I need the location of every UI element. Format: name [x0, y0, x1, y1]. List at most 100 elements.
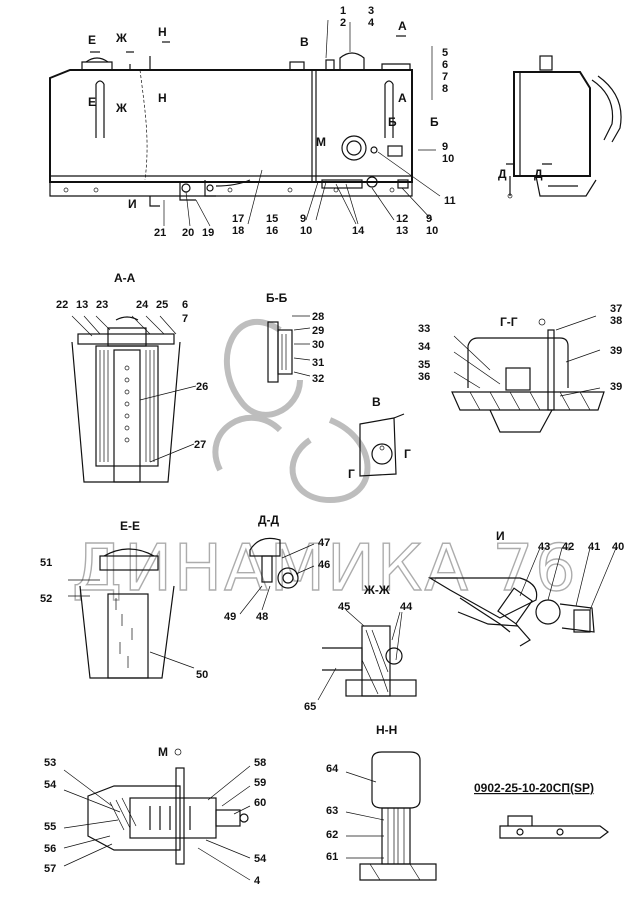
callout-label: 11 — [444, 195, 456, 207]
callout-label: 58 — [254, 757, 266, 769]
callout-label: 10 — [300, 225, 312, 237]
callout-label: Е — [88, 95, 96, 109]
callout-label: Д — [498, 167, 507, 181]
drawing-code-block: 0902-25-10-20СП(SP) — [474, 781, 609, 839]
callout-label: Г-Г — [500, 315, 518, 329]
callout-label: 25 — [156, 299, 168, 311]
callout-label: Б — [388, 115, 397, 129]
callout-label: И — [496, 529, 505, 543]
callout-label: Ж-Ж — [363, 583, 390, 597]
callout-label: 8 — [442, 83, 448, 95]
callout-label: 43 — [538, 541, 550, 553]
callout-label: 18 — [232, 225, 244, 237]
callout-label: 39 — [610, 345, 622, 357]
callout-label: Д — [534, 167, 543, 181]
callout-label: М — [158, 745, 168, 759]
callout-label: 12 — [396, 213, 408, 225]
callout-label: 56 — [44, 843, 56, 855]
callout-label: 42 — [562, 541, 574, 553]
callout-label: 57 — [44, 863, 56, 875]
callout-label: 50 — [196, 669, 208, 681]
callout-label: 10 — [426, 225, 438, 237]
filter-holes — [124, 365, 130, 443]
view-m: М 53 54 55 56 57 58 59 60 54 4 — [44, 745, 267, 887]
section-dd: Д-Д 47 46 49 48 — [224, 513, 330, 623]
callout-label: 45 — [338, 601, 350, 613]
callout-label: 39 — [610, 381, 622, 393]
watermark-logo: ДИНАМИКА 76 — [71, 319, 578, 607]
callout-label: Е-Е — [120, 519, 140, 533]
callout-label: Н-Н — [376, 723, 397, 737]
watermark-text: ДИНАМИКА 76 — [72, 532, 578, 606]
callout-label: 34 — [418, 341, 431, 353]
section-nn: Н-Н 64 63 62 61 — [326, 723, 437, 881]
callout-label: 6 — [182, 299, 188, 311]
callout-label: А — [398, 19, 407, 33]
end-view: Д Д — [498, 55, 622, 199]
callout-label: И — [128, 197, 137, 211]
callout-label: В — [300, 35, 309, 49]
callout-label: М — [316, 135, 326, 149]
callout-label: 55 — [44, 821, 56, 833]
callout-label: А-А — [114, 271, 136, 285]
callout-label: 54 — [254, 853, 267, 865]
callout-label: 1 — [340, 5, 346, 17]
section-aa: А-А 22 13 23 24 25 6 7 26 27 — [56, 271, 208, 483]
callout-label: 24 — [136, 299, 149, 311]
callout-label: 27 — [194, 439, 206, 451]
callout-label: Н — [158, 25, 167, 39]
callout-label: 44 — [400, 601, 413, 613]
callout-label: 16 — [266, 225, 278, 237]
callout-label: 13 — [76, 299, 88, 311]
callout-label: 64 — [326, 763, 339, 775]
callout-label: 26 — [196, 381, 208, 393]
callout-label: 30 — [312, 339, 324, 351]
callout-label: 61 — [326, 851, 338, 863]
callout-label: 3 — [368, 5, 374, 17]
callout-label: 51 — [40, 557, 52, 569]
callout-label: 29 — [312, 325, 324, 337]
main-view-markers: Е Е Ж Ж Н Н В А А М Б Б И — [88, 19, 439, 211]
callout-label: Н — [158, 91, 167, 105]
callout-label: 65 — [304, 701, 316, 713]
section-zhzh: Ж-Ж 45 44 65 — [304, 583, 417, 713]
callout-label: 52 — [40, 593, 52, 605]
callout-label: 48 — [256, 611, 268, 623]
callout-label: 62 — [326, 829, 338, 841]
callout-label: 35 — [418, 359, 430, 371]
callout-label: Б-Б — [266, 291, 288, 305]
callout-label: Е — [88, 33, 96, 47]
callout-label: 33 — [418, 323, 430, 335]
callout-label: 49 — [224, 611, 236, 623]
callout-label: Г — [404, 447, 411, 461]
main-callouts: 1 2 3 4 5 6 7 8 9 10 11 12 13 14 15 16 1… — [154, 5, 456, 239]
callout-label: Г — [348, 467, 355, 481]
callout-label: 6 — [442, 59, 448, 71]
callout-label: 4 — [254, 875, 261, 887]
callout-label: 59 — [254, 777, 266, 789]
section-bb: Б-Б 28 29 30 31 32 — [266, 291, 324, 385]
callout-label: 20 — [182, 227, 194, 239]
callout-label: 2 — [340, 17, 346, 29]
callout-label: 9 — [426, 213, 432, 225]
callout-label: 53 — [44, 757, 56, 769]
callout-label: 31 — [312, 357, 324, 369]
section-gg: Г-Г 33 34 35 36 37 38 39 39 — [418, 303, 622, 433]
callout-label: 23 — [96, 299, 108, 311]
callout-label: 5 — [442, 47, 448, 59]
callout-label: 47 — [318, 537, 330, 549]
callout-label: 32 — [312, 373, 324, 385]
callout-label: 38 — [610, 315, 622, 327]
callout-label: В — [372, 395, 381, 409]
view-i: И 43 42 41 40 — [427, 529, 624, 647]
main-tank-view — [49, 19, 441, 227]
callout-label: 7 — [442, 71, 448, 83]
callout-label: Б — [430, 115, 439, 129]
callout-label: 40 — [612, 541, 624, 553]
callout-label: 7 — [182, 313, 188, 325]
callout-label: 37 — [610, 303, 622, 315]
view-v: В Г Г — [348, 395, 411, 481]
callout-label: А — [398, 91, 407, 105]
callout-label: 13 — [396, 225, 408, 237]
